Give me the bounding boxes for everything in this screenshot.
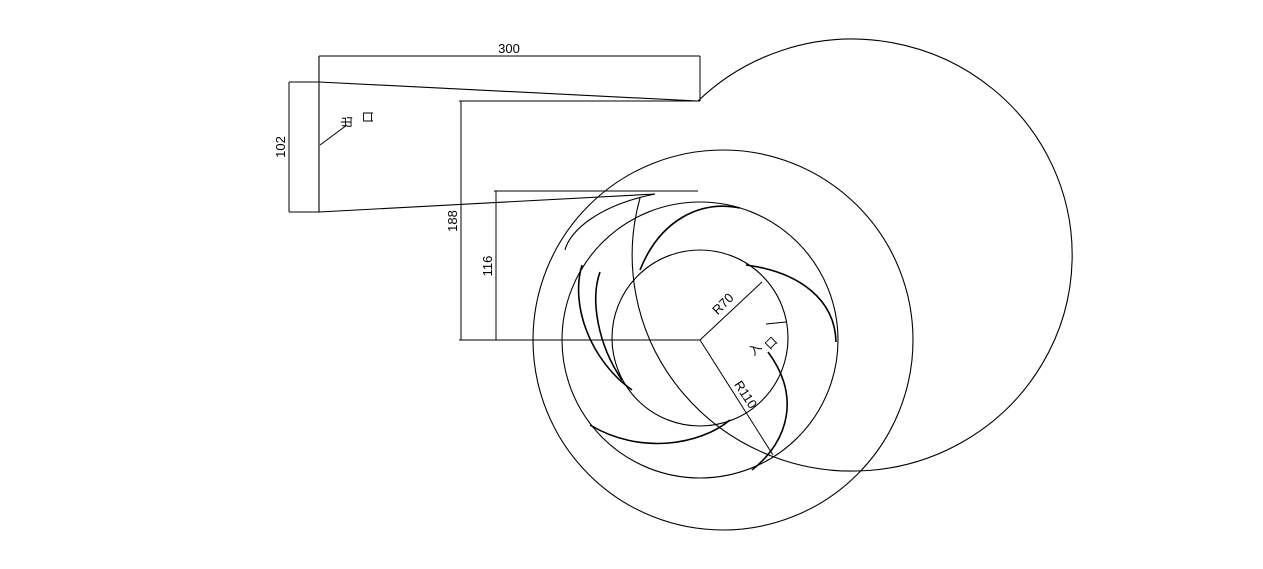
- blade-top: [639, 205, 741, 271]
- r70-text: R70: [709, 290, 736, 317]
- impeller-inner-circle: [611, 249, 789, 427]
- dimension-300: 300: [319, 41, 701, 101]
- dim-116-text: 116: [480, 256, 495, 277]
- blade-bottom: [589, 419, 731, 445]
- spiral-outer-wall: [631, 38, 1073, 472]
- radius-dimensions: R70 R110: [699, 281, 774, 456]
- cutoff-tongue: [564, 193, 656, 251]
- blade-right: [745, 264, 837, 343]
- inlet-leader: [765, 321, 787, 325]
- r70-leader: [699, 281, 763, 341]
- dimension-188: 188: [445, 101, 462, 340]
- dimension-102: 102: [273, 81, 319, 213]
- outlet-bottom-line: [318, 193, 656, 213]
- dim-300-text: 300: [498, 41, 520, 56]
- volute-casing: [318, 38, 1073, 472]
- blade-left: [577, 264, 633, 391]
- dimension-116: 116: [480, 191, 497, 340]
- blade-left-inner: [594, 271, 623, 381]
- inlet-label-char-2: 口: [762, 334, 780, 352]
- r110-leader: [699, 339, 774, 456]
- outlet-label-char-2: 口: [361, 111, 375, 123]
- blade-bottom-right: [751, 351, 788, 471]
- outlet-label: 出 口: [319, 111, 375, 146]
- dim-188-text: 188: [445, 210, 460, 232]
- dim-102-text: 102: [273, 136, 288, 158]
- outlet-label-char-1: 出: [340, 116, 354, 128]
- outlet-leader: [319, 124, 348, 146]
- inlet-label: 入 口: [746, 321, 787, 358]
- outlet-top-line: [318, 81, 699, 102]
